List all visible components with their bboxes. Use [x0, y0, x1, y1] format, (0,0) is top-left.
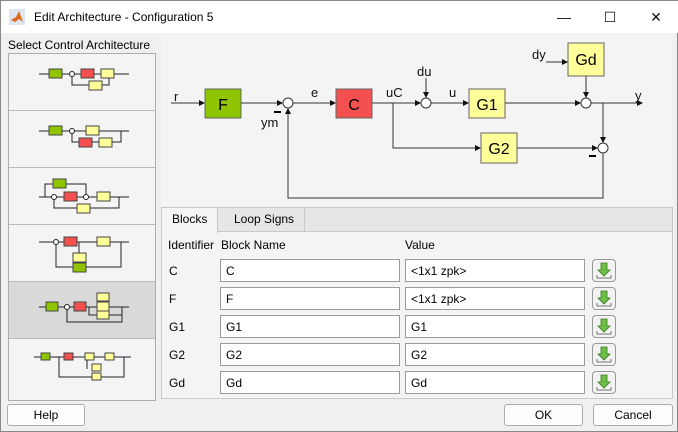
- signal-uC: uC: [386, 85, 403, 100]
- signal-dy: dy: [532, 47, 546, 62]
- import-button[interactable]: [592, 371, 616, 394]
- architecture-thumbnail-icon: [34, 352, 131, 381]
- value-input[interactable]: G1: [405, 315, 585, 338]
- architecture-item-2[interactable]: [9, 111, 155, 168]
- block-G1-label: G1: [476, 97, 497, 114]
- row-identifier: F: [169, 292, 177, 306]
- window-title: Edit Architecture - Configuration 5: [34, 10, 214, 24]
- matlab-logo-icon: [9, 9, 25, 25]
- signal-u: u: [449, 85, 456, 100]
- help-button[interactable]: Help: [7, 404, 85, 426]
- cancel-button[interactable]: Cancel: [593, 404, 673, 426]
- architecture-item-5-selected[interactable]: [9, 282, 155, 339]
- signal-du: du: [417, 64, 431, 79]
- block-F-label: F: [218, 97, 228, 114]
- column-block-name: Block Name: [221, 238, 286, 252]
- block-Gd-label: Gd: [575, 52, 596, 69]
- tab-bar: Blocks Loop Signs: [162, 208, 672, 233]
- architecture-item-6[interactable]: [9, 339, 155, 396]
- table-row: G2 G2 G2: [162, 343, 672, 367]
- architecture-thumbnail-icon: [39, 68, 129, 91]
- maximize-button[interactable]: ☐: [603, 9, 617, 25]
- row-identifier: G1: [169, 320, 186, 334]
- signal-e: e: [311, 85, 318, 100]
- import-button[interactable]: [592, 287, 616, 310]
- block-G1: G1: [468, 88, 506, 119]
- block-G2: G2: [480, 132, 518, 164]
- sum-junctions: [282, 97, 609, 154]
- sidebar-label: Select Control Architecture: [8, 38, 151, 52]
- block-name-input[interactable]: Gd: [220, 371, 400, 394]
- import-arrow-icon: [596, 374, 612, 391]
- block-Gd: Gd: [567, 42, 605, 77]
- import-button[interactable]: [592, 343, 616, 366]
- architecture-item-3[interactable]: [9, 168, 155, 225]
- minimize-button[interactable]: —: [557, 9, 571, 25]
- table-row: G1 G1 G1: [162, 315, 672, 339]
- block-F: F: [204, 88, 242, 119]
- signal-ym: ym: [261, 115, 278, 130]
- blocks-panel: Blocks Loop Signs Identifier Block Name …: [161, 207, 673, 399]
- ok-button[interactable]: OK: [504, 404, 583, 426]
- signal-r: r: [174, 89, 179, 104]
- table-row: Gd Gd Gd: [162, 371, 672, 395]
- import-button[interactable]: [592, 259, 616, 282]
- architecture-thumbnail-icon: [39, 292, 129, 323]
- column-identifier: Identifier: [168, 238, 215, 252]
- value-input[interactable]: <1x1 zpk>: [405, 287, 585, 310]
- row-identifier: G2: [169, 348, 186, 362]
- import-arrow-icon: [596, 262, 612, 279]
- architecture-thumbnail-icon: [39, 178, 129, 214]
- architecture-item-4[interactable]: [9, 225, 155, 282]
- close-button[interactable]: ✕: [650, 9, 662, 25]
- table-row: C C <1x1 zpk>: [162, 259, 672, 283]
- title-bar: Edit Architecture - Configuration 5 — ☐ …: [1, 1, 678, 33]
- signal-y: y: [635, 88, 642, 103]
- architecture-thumbnail-icon: [39, 125, 129, 148]
- architecture-list: [8, 53, 156, 401]
- block-name-input[interactable]: G2: [220, 343, 400, 366]
- block-name-input[interactable]: F: [220, 287, 400, 310]
- row-identifier: Gd: [169, 376, 186, 390]
- row-identifier: C: [169, 264, 178, 278]
- block-name-input[interactable]: C: [220, 259, 400, 282]
- tab-blocks[interactable]: Blocks: [162, 208, 219, 233]
- tab-loop-signs[interactable]: Loop Signs: [224, 208, 306, 232]
- column-value: Value: [405, 238, 435, 252]
- import-arrow-icon: [596, 346, 612, 363]
- value-input[interactable]: G2: [405, 343, 585, 366]
- architecture-thumbnail-icon: [39, 236, 129, 273]
- import-arrow-icon: [596, 318, 612, 335]
- value-input[interactable]: Gd: [405, 371, 585, 394]
- table-row: F F <1x1 zpk>: [162, 287, 672, 311]
- block-C: C: [335, 88, 373, 119]
- import-button[interactable]: [592, 315, 616, 338]
- block-C-label: C: [348, 97, 360, 114]
- block-diagram: F C G1 G2 Gd r e uC du u dy y ym: [161, 34, 673, 206]
- value-input[interactable]: <1x1 zpk>: [405, 259, 585, 282]
- block-G2-label: G2: [488, 141, 509, 158]
- import-arrow-icon: [596, 290, 612, 307]
- architecture-item-1[interactable]: [9, 54, 155, 111]
- block-name-input[interactable]: G1: [220, 315, 400, 338]
